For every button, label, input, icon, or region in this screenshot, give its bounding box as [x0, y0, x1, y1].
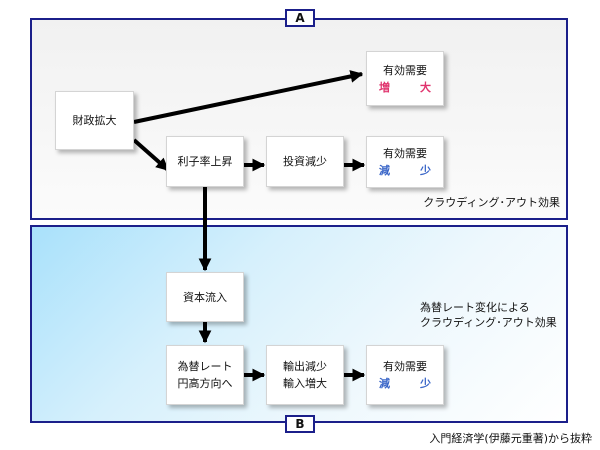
box-capital-inflow-text: 資本流入	[183, 290, 227, 304]
box-capital-inflow: 資本流入	[166, 272, 244, 322]
source-citation: 入門経済学(伊藤元重著)から抜粋	[429, 432, 592, 445]
box-exchange-rate-line1: 為替レート	[177, 360, 233, 373]
box-exchange-rate: 為替レート 円高方向へ	[166, 345, 244, 405]
box-demand-decrease-a-effect: 減 少	[379, 162, 431, 179]
box-trade-line2: 輸入増大	[283, 377, 327, 390]
box-demand-decrease-a-title: 有効需要	[383, 147, 427, 160]
panel-b-label: B	[285, 415, 315, 433]
box-demand-increase-effect: 増 大	[379, 79, 431, 96]
demand-decrease-b-char-1: 減	[379, 377, 390, 390]
note-crowding-out-a: クラウディング･アウト効果	[423, 196, 560, 209]
box-trade: 輸出減少 輸入増大	[266, 345, 344, 405]
demand-increase-char-2: 大	[420, 80, 431, 94]
note-crowding-out-b-line2: クラウディング･アウト効果	[420, 316, 557, 329]
box-exchange-rate-line2: 円高方向へ	[177, 377, 233, 390]
note-crowding-out-b: 為替レート変化による クラウディング･アウト効果	[420, 300, 557, 330]
box-demand-increase-title: 有効需要	[383, 63, 427, 77]
demand-decrease-a-char-2: 少	[420, 164, 431, 177]
box-fiscal-expansion-text: 財政拡大	[72, 114, 117, 127]
panel-a-label: A	[285, 9, 315, 27]
box-demand-increase: 有効需要 増 大	[366, 51, 444, 106]
note-crowding-out-b-line1: 為替レート変化による	[420, 301, 530, 314]
arrow-fiscal-to-interest	[132, 138, 170, 172]
demand-increase-char-1: 増	[379, 80, 390, 94]
box-fiscal-expansion: 財政拡大	[55, 91, 134, 150]
box-investment-decrease: 投資減少	[266, 136, 344, 187]
arrow-fiscal-to-demand-increase	[133, 70, 364, 124]
box-demand-decrease-b-title: 有効需要	[383, 360, 427, 373]
box-demand-decrease-b-effect: 減 少	[379, 375, 431, 392]
demand-decrease-a-char-1: 減	[379, 164, 390, 177]
box-demand-decrease-a: 有効需要 減 少	[366, 136, 444, 188]
box-interest-rate-rise-text: 利子率上昇	[177, 155, 233, 168]
demand-decrease-b-char-2: 少	[420, 377, 431, 390]
box-interest-rate-rise: 利子率上昇	[166, 136, 244, 187]
box-trade-line1: 輸出減少	[283, 360, 327, 373]
box-demand-decrease-b: 有効需要 減 少	[366, 345, 444, 405]
box-investment-decrease-text: 投資減少	[283, 155, 327, 168]
